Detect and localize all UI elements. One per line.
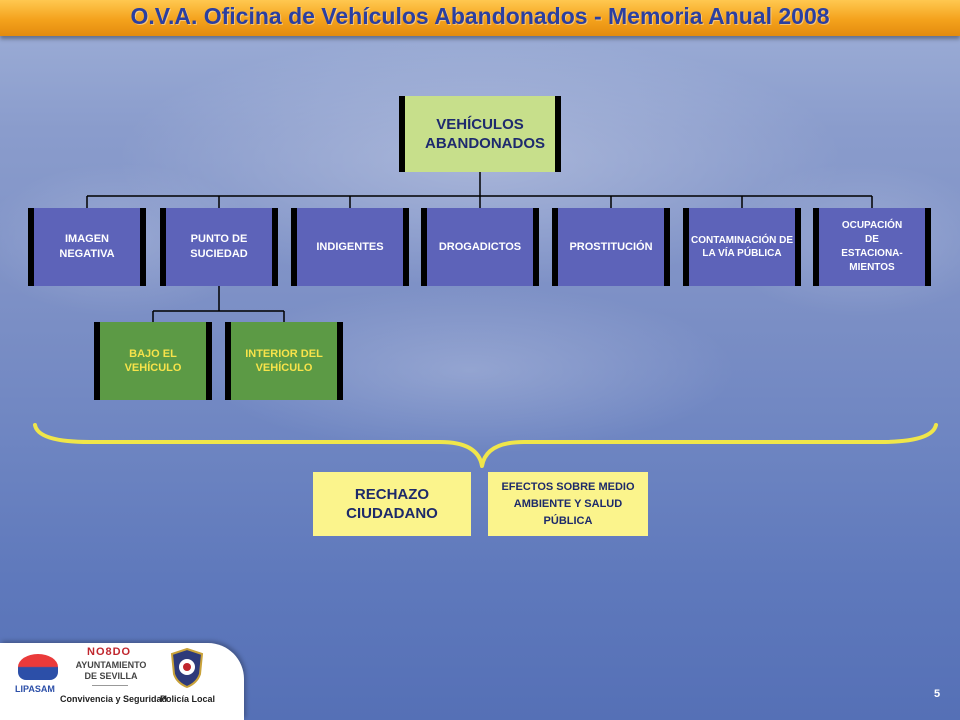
ayuntamiento-label: AYUNTAMIENTO DE SEVILLA bbox=[75, 660, 147, 681]
nodo-label: NO8DO bbox=[87, 646, 132, 658]
outcome-label: RECHAZO CIUDADANO bbox=[346, 486, 438, 522]
policia-badge-icon bbox=[170, 648, 204, 688]
node-label: OCUPACIÓN DE ESTACIONA-MIENTOS bbox=[841, 220, 903, 273]
outcome-label: EFECTOS SOBRE MEDIO AMBIENTE Y SALUD PÚB… bbox=[501, 480, 635, 527]
node-label: PUNTO DE SUCIEDAD bbox=[190, 233, 248, 260]
node-label: INDIGENTES bbox=[316, 240, 384, 253]
outcome-rechazo-ciudadano: RECHAZO CIUDADANO bbox=[313, 472, 471, 536]
lipasam-label: LIPASAM bbox=[15, 684, 55, 694]
page-title: O.V.A. Oficina de Vehículos Abandonados … bbox=[130, 3, 830, 29]
node-imagen-negativa: IMAGEN NEGATIVA bbox=[28, 208, 146, 286]
convivencia-label: Convivencia y Seguridad bbox=[60, 694, 168, 704]
node-punto-de-suciedad: PUNTO DE SUCIEDAD bbox=[160, 208, 278, 286]
root-node: VEHÍCULOS ABANDONADOS bbox=[399, 96, 561, 172]
node-bajo-el-vehiculo: BAJO EL VEHÍCULO bbox=[94, 322, 212, 400]
node-interior-del-vehiculo: INTERIOR DEL VEHÍCULO bbox=[225, 322, 343, 400]
grouping-brace bbox=[33, 423, 938, 468]
outcome-efectos-medio-ambiente: EFECTOS SOBRE MEDIO AMBIENTE Y SALUD PÚB… bbox=[488, 472, 648, 536]
node-ocupacion: OCUPACIÓN DE ESTACIONA-MIENTOS bbox=[813, 208, 931, 286]
footer-divider bbox=[92, 685, 128, 686]
node-drogadictos: DROGADICTOS bbox=[421, 208, 539, 286]
node-label: IMAGEN NEGATIVA bbox=[59, 233, 115, 260]
title-bar bbox=[0, 0, 960, 36]
lipasam-logo-icon bbox=[18, 654, 58, 680]
node-indigentes: INDIGENTES bbox=[291, 208, 409, 286]
node-contaminacion: CONTAMINACIÓN DE LA VÍA PÚBLICA bbox=[683, 208, 801, 286]
node-prostitucion: PROSTITUCIÓN bbox=[552, 208, 670, 286]
root-node-label: VEHÍCULOS ABANDONADOS bbox=[425, 116, 545, 152]
node-label: PROSTITUCIÓN bbox=[569, 240, 653, 253]
node-label: DROGADICTOS bbox=[438, 240, 522, 253]
node-label: CONTAMINACIÓN DE LA VÍA PÚBLICA bbox=[690, 235, 794, 259]
policia-label: Policía Local bbox=[160, 694, 216, 704]
node-label: INTERIOR DEL VEHÍCULO bbox=[245, 348, 323, 374]
page-number: 5 bbox=[934, 688, 941, 700]
node-label: BAJO EL VEHÍCULO bbox=[124, 348, 182, 374]
